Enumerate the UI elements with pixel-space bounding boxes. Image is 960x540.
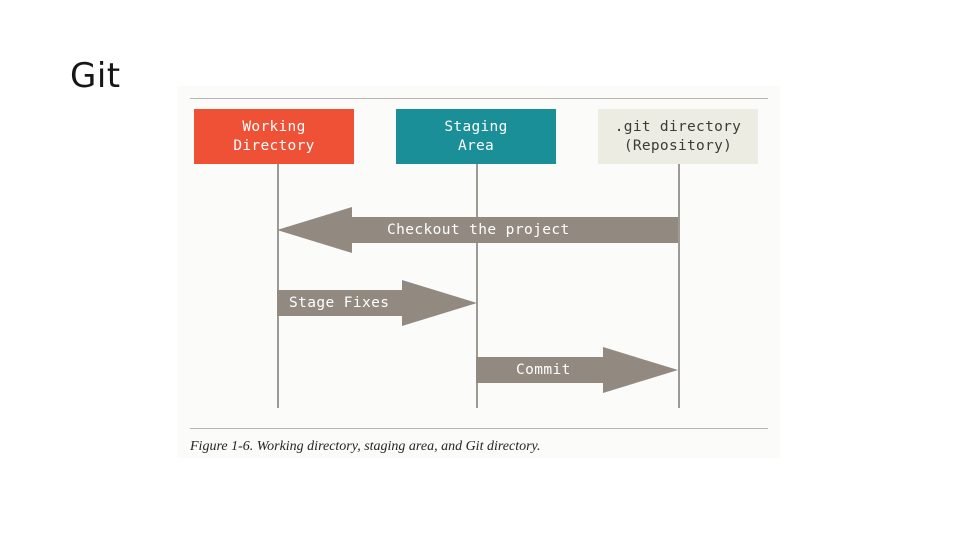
figure-panel: Working Directory Staging Area .git dire… [178, 86, 780, 458]
arrow-right-icon [476, 347, 678, 393]
arrow-stage-fixes: Stage Fixes [277, 274, 477, 332]
node-working-directory: Working Directory [194, 109, 354, 164]
arrow-commit: Commit [476, 341, 678, 399]
node-repository-line2: (Repository) [623, 137, 733, 154]
node-repository: .git directory (Repository) [598, 109, 758, 164]
figure-caption: Figure 1-6. Working directory, staging a… [190, 439, 541, 454]
arrow-right-icon [277, 280, 477, 326]
node-working-directory-line1: Working [242, 118, 306, 135]
node-staging-area-line2: Area [457, 137, 495, 154]
lifeline-working-directory [277, 164, 279, 408]
figure-bottom-divider [190, 428, 768, 429]
lifeline-staging-area [476, 164, 478, 408]
node-working-directory-line2: Directory [233, 137, 315, 154]
figure-top-divider [190, 98, 768, 99]
arrow-left-icon [277, 207, 678, 253]
page-title: Git [70, 56, 121, 96]
node-repository-line1: .git directory [614, 118, 742, 135]
lifeline-repository [678, 164, 680, 408]
arrow-checkout-the-project: Checkout the project [277, 201, 678, 259]
node-staging-area: Staging Area [396, 109, 556, 164]
node-staging-area-line1: Staging [444, 118, 508, 135]
